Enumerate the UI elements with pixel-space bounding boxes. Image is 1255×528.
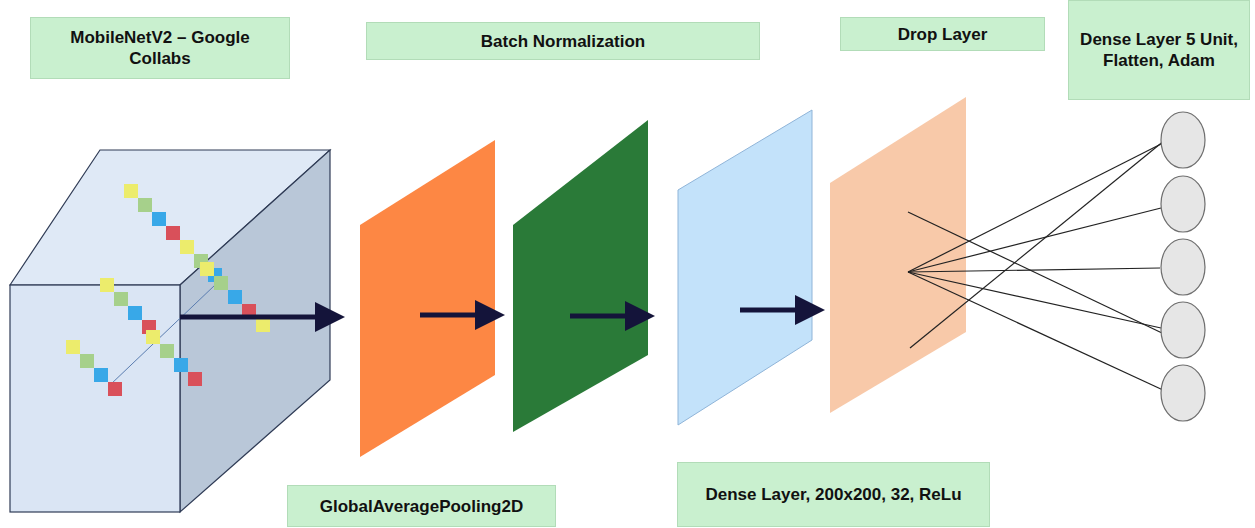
layer-label: Batch Normalization: [366, 22, 760, 60]
feature-square: [100, 278, 114, 292]
feature-square: [188, 372, 202, 386]
feature-square: [152, 212, 166, 226]
feature-square: [128, 306, 142, 320]
feature-square: [200, 262, 214, 276]
flow-arrow: [570, 314, 645, 319]
flow-arrow: [180, 315, 335, 320]
feature-square: [160, 344, 174, 358]
output-units: [1161, 112, 1205, 421]
model-label: MobileNetV2 – Google Collabs: [30, 17, 290, 79]
label-text: GlobalAveragePooling2D: [320, 496, 523, 517]
feature-square: [138, 198, 152, 212]
feature-square: [214, 276, 228, 290]
feature-square: [108, 382, 122, 396]
label-text: Dense Layer, 200x200, 32, ReLu: [705, 484, 961, 505]
dropout-panel: [830, 97, 966, 413]
label-text: Batch Normalization: [481, 31, 645, 52]
input-cube: [10, 150, 330, 512]
layer-label: GlobalAveragePooling2D: [287, 485, 556, 527]
layer-label: Drop Layer: [840, 17, 1045, 51]
feature-square: [174, 358, 188, 372]
feature-square: [180, 240, 194, 254]
feature-square: [94, 368, 108, 382]
feature-square: [80, 354, 94, 368]
feature-square: [166, 226, 180, 240]
layer-label: Dense Layer 5 Unit, Flatten, Adam: [1068, 0, 1250, 100]
batchnorm-panel: [513, 120, 648, 432]
layer-label: Dense Layer, 200x200, 32, ReLu: [677, 462, 990, 527]
pooling-panel: [360, 140, 495, 457]
flow-arrow: [740, 308, 815, 313]
output-connections: [908, 140, 1165, 390]
label-text: Drop Layer: [898, 24, 988, 45]
feature-square: [114, 292, 128, 306]
label-text: Dense Layer 5 Unit, Flatten, Adam: [1079, 29, 1239, 71]
dense-panel: [678, 110, 812, 425]
flow-arrow: [420, 313, 495, 318]
feature-square: [228, 290, 242, 304]
feature-square: [256, 318, 270, 332]
feature-square: [66, 340, 80, 354]
feature-square: [146, 330, 160, 344]
feature-square: [124, 184, 138, 198]
label-text: MobileNetV2 – Google Collabs: [41, 27, 279, 69]
